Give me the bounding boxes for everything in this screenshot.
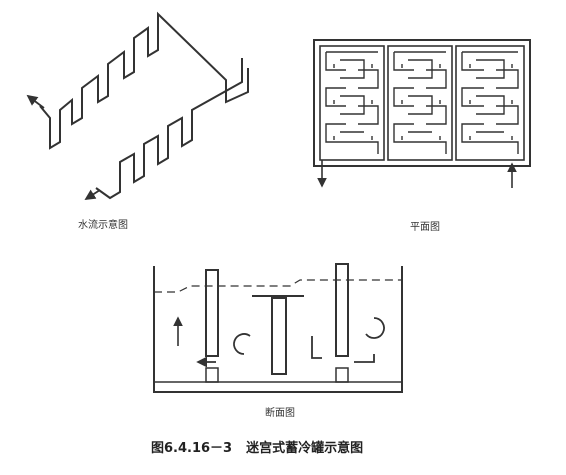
lower-flow-pipe <box>95 58 243 200</box>
figure-number: 图6.4.16－3 <box>151 441 233 456</box>
flow-right-corner <box>354 354 375 363</box>
lower-outlet-arrow <box>84 189 101 200</box>
upper-flow-pipe <box>39 11 249 150</box>
figure-caption: 图6.4.16－3 迷宫式蓄冷罐示意图 <box>151 437 363 456</box>
flow-swirl-1 <box>233 333 251 355</box>
plan-block-right <box>455 45 525 161</box>
plan-outer-wall <box>313 39 531 167</box>
opening-1 <box>205 367 219 383</box>
water-flow-diagram-label: 水流示意图 <box>78 220 128 231</box>
opening-2 <box>335 367 349 383</box>
baffle-2-inverted-t <box>271 297 287 375</box>
plan-maze-partitions <box>325 51 519 154</box>
section-water-level <box>154 279 402 293</box>
flow-swirl-2 <box>365 317 385 339</box>
figure-title: 迷宫式蓄冷罐示意图 <box>246 441 364 456</box>
water-flow-diagram <box>26 11 249 200</box>
plan-block-middle <box>387 45 453 161</box>
plan-view <box>313 39 531 188</box>
baffle-1 <box>205 269 219 357</box>
section-view-label: 断面图 <box>265 408 295 419</box>
upper-outlet-arrow <box>26 94 45 109</box>
baffle-3 <box>335 263 349 357</box>
flow-down-corner <box>311 336 322 359</box>
section-tank-wall <box>153 266 403 393</box>
plan-view-label: 平面图 <box>410 222 440 233</box>
section-view <box>153 263 403 393</box>
plan-block-left <box>319 45 385 161</box>
